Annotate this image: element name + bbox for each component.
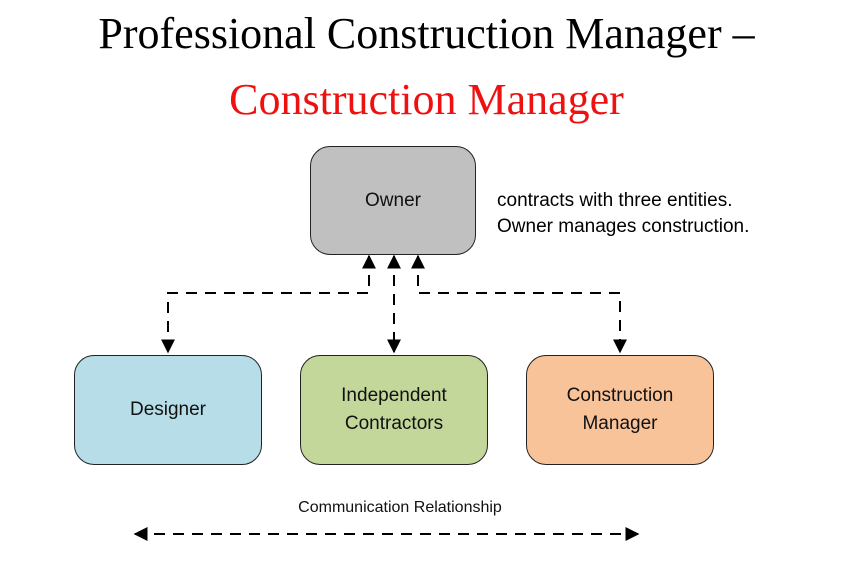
legend-label: Communication Relationship [298,499,502,516]
page-title: Professional Construction Manager – [98,9,755,58]
independent-contractors-box: Independent Contractors [300,355,488,465]
page-subtitle: Construction Manager [229,75,624,124]
description-line-2: Owner manages construction. [497,216,750,237]
description-line-1: contracts with three entities. [497,190,733,211]
connector-owner-designer [161,254,376,354]
connector-owner-cm [411,254,627,354]
owner-box: Owner [310,146,476,255]
designer-box: Designer [74,355,262,465]
construction-manager-box: Construction Manager [526,355,714,465]
